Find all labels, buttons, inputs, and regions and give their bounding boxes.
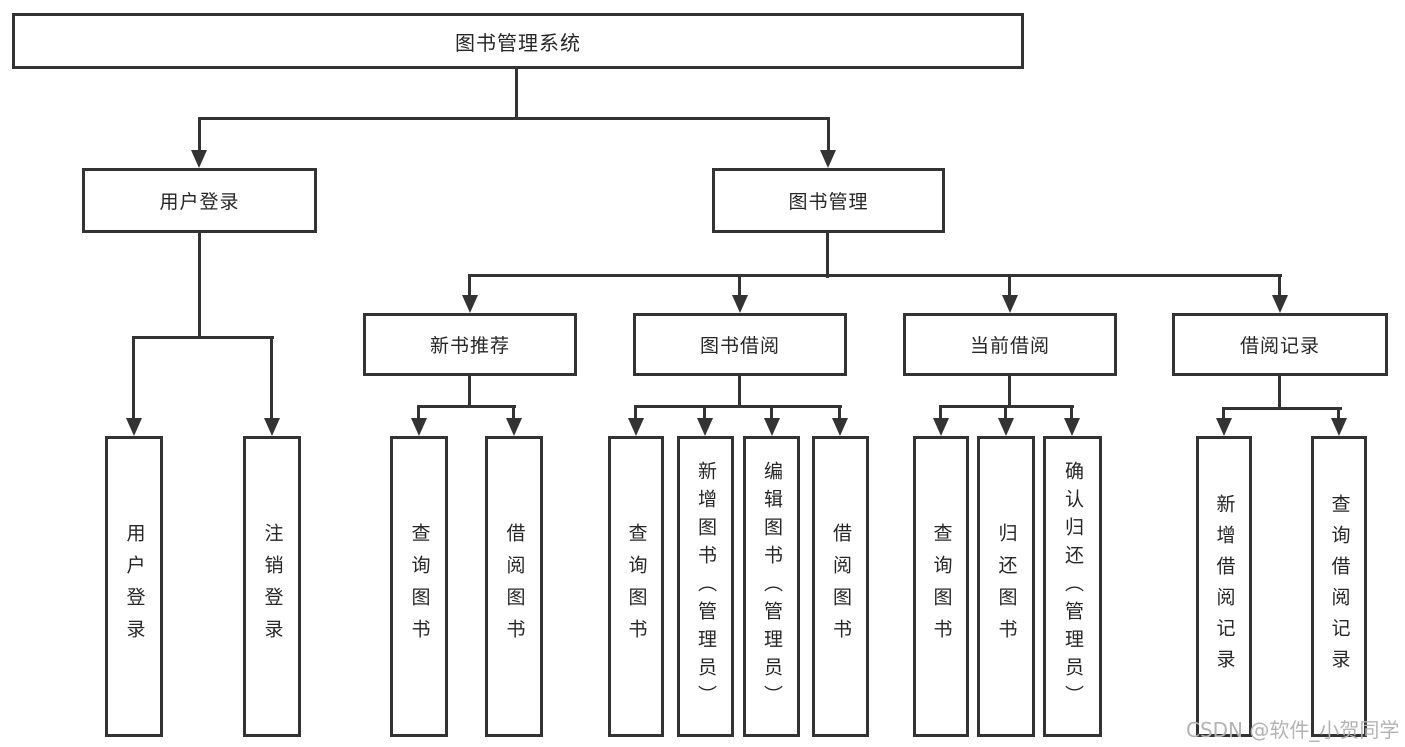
arrowhead-new-rec-icon [462, 295, 478, 313]
connector-shaft-new-rec [468, 274, 471, 297]
connector-shaft-bb-query [634, 405, 637, 420]
connector-shaft-user-login [132, 336, 135, 420]
connector-shaft-logout [270, 336, 273, 420]
node-borrow-record-label: 借阅记录 [1239, 335, 1320, 357]
csdn-watermark: CSDN @软件_小贺同学 [1186, 718, 1400, 742]
node-record-add-label: 新增借阅记录 [1213, 493, 1236, 680]
node-current-return-book: 归还图书 [977, 436, 1035, 737]
arrowhead-borrow-record-icon [1272, 295, 1288, 313]
arrowhead-login-group-icon [191, 150, 207, 168]
connector-shaft-bb-borrow [838, 405, 841, 420]
connector-shaft-current-borrow [1008, 274, 1011, 297]
connector-shaft-bb-add [703, 405, 706, 420]
arrowhead-user-login-icon [126, 418, 142, 436]
node-current-query-book: 查询图书 [913, 436, 969, 737]
connector-shaft-login-group [198, 117, 201, 152]
node-borrow-borrow-book-label: 借阅图书 [830, 522, 852, 651]
node-borrow-query-book-label: 查询图书 [625, 522, 648, 651]
node-newrec-borrow-book: 借阅图书 [485, 436, 543, 737]
node-user-login: 用户登录 [105, 436, 163, 737]
arrowhead-cb-confirm-icon [1064, 418, 1080, 436]
node-current-query-book-label: 查询图书 [930, 522, 953, 651]
arrowhead-bb-borrow-icon [832, 418, 848, 436]
node-record-add: 新增借阅记录 [1196, 436, 1252, 737]
connector-record-stem [1278, 376, 1281, 410]
connector-shaft-cb-return [1004, 405, 1007, 420]
arrowhead-logout-icon [264, 418, 280, 436]
arrowhead-current-borrow-icon [1002, 295, 1018, 313]
arrowhead-bb-add-icon [697, 418, 713, 436]
connector-shaft-book-borrow [738, 274, 741, 297]
node-book-management-label: 图书管理 [788, 191, 869, 213]
arrowhead-book-borrow-icon [732, 295, 748, 313]
node-borrow-add-book-label: 新增图书（管理员） [695, 460, 717, 713]
connector-shaft-br-add [1222, 407, 1225, 420]
node-borrow-query-book: 查询图书 [608, 436, 664, 737]
node-login-group-label: 用户登录 [159, 191, 240, 213]
node-newrec-borrow-book-label: 借阅图书 [503, 522, 526, 651]
node-book-management: 图书管理 [712, 168, 945, 233]
connector-shaft-br-query [1337, 407, 1340, 420]
connector-mgmt-split [468, 274, 1282, 277]
connector-shaft-cb-query [939, 405, 942, 420]
arrowhead-bb-edit-icon [764, 418, 780, 436]
connector-login-split [132, 336, 274, 339]
node-book-borrow-label: 图书借阅 [699, 335, 780, 357]
connector-record-split [1222, 407, 1342, 410]
arrowhead-br-add-icon [1216, 418, 1232, 436]
node-current-borrow: 当前借阅 [903, 313, 1117, 376]
arrowhead-br-query-icon [1331, 418, 1347, 436]
connector-root-split [198, 117, 830, 120]
connector-bookborrow-split [634, 405, 842, 408]
connector-current-stem [1008, 376, 1011, 408]
node-new-book-recommend: 新书推荐 [363, 313, 577, 376]
node-record-query-label: 查询借阅记录 [1328, 493, 1351, 680]
node-newrec-query-book: 查询图书 [390, 436, 448, 737]
node-current-confirm-return-label: 确认归还（管理员） [1062, 460, 1084, 713]
connector-login-stem [198, 233, 201, 339]
node-record-query: 查询借阅记录 [1311, 436, 1367, 737]
connector-newrec-stem [468, 376, 471, 408]
connector-shaft-cb-confirm [1070, 405, 1073, 420]
node-newrec-query-book-label: 查询图书 [408, 522, 431, 651]
node-borrow-edit-book: 编辑图书（管理员） [743, 436, 800, 737]
node-user-login-label: 用户登录 [123, 522, 146, 651]
node-current-confirm-return: 确认归还（管理员） [1043, 436, 1102, 737]
connector-shaft-borrow-record [1278, 274, 1281, 297]
node-login-group: 用户登录 [82, 168, 317, 233]
node-borrow-edit-book-label: 编辑图书（管理员） [761, 460, 783, 713]
arrowhead-cb-query-icon [933, 418, 949, 436]
node-borrow-add-book: 新增图书（管理员） [677, 436, 734, 737]
arrowhead-nb-query-icon [411, 418, 427, 436]
connector-root-stem [515, 68, 518, 119]
node-root: 图书管理系统 [12, 13, 1024, 69]
connector-mgmt-stem [826, 233, 829, 278]
node-current-return-book-label: 归还图书 [995, 522, 1018, 651]
node-root-label: 图书管理系统 [455, 30, 581, 55]
connector-newrec-split [417, 405, 516, 408]
connector-shaft-nb-query [417, 405, 420, 420]
connector-shaft-nb-borrow [512, 405, 515, 420]
node-book-borrow: 图书借阅 [633, 313, 847, 376]
node-borrow-borrow-book: 借阅图书 [812, 436, 869, 737]
node-borrow-record: 借阅记录 [1172, 313, 1388, 376]
connector-shaft-book-mgmt [827, 117, 830, 152]
arrowhead-book-mgmt-icon [820, 150, 836, 168]
arrowhead-cb-return-icon [998, 418, 1014, 436]
node-current-borrow-label: 当前借阅 [969, 335, 1050, 357]
connector-bookborrow-stem [738, 376, 741, 408]
node-new-book-recommend-label: 新书推荐 [429, 335, 510, 357]
connector-shaft-bb-edit [770, 405, 773, 420]
node-logout: 注销登录 [243, 436, 301, 737]
arrowhead-bb-query-icon [628, 418, 644, 436]
node-logout-label: 注销登录 [261, 522, 284, 651]
arrowhead-nb-borrow-icon [506, 418, 522, 436]
